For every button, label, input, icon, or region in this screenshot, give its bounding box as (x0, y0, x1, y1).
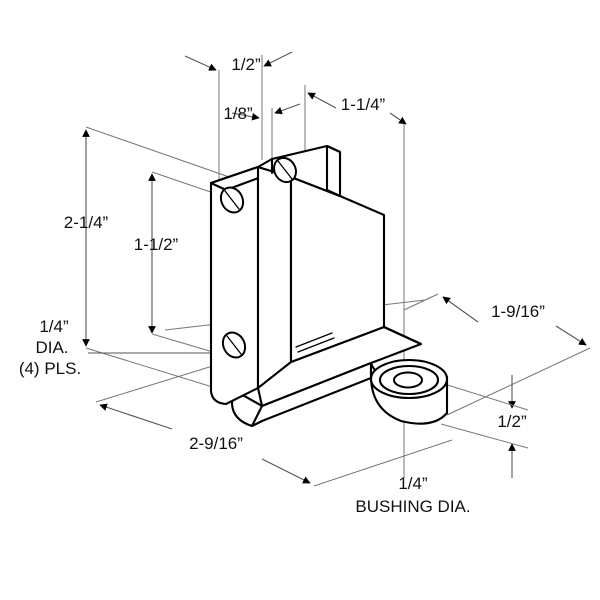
dimension-label-flange-width: 1/2” (231, 55, 261, 74)
dimension-label-arm-thickness: 1/2” (497, 412, 527, 431)
riser-inner-face (256, 165, 293, 390)
dimension-arm-thickness (440, 375, 529, 478)
dimension-label-overall-height: 2-1/4” (64, 213, 109, 232)
bushing-ring-inner (378, 364, 440, 396)
lower-plate-hole (221, 331, 247, 359)
bracket-part (209, 144, 449, 428)
notes-labels: 1/4” DIA. (4) PLS. 1/4” BUSHING DIA. (19, 317, 471, 516)
arm-detail-line-b (297, 337, 335, 353)
dimension-overall-height (82, 126, 233, 394)
arm-rear-edge (382, 325, 423, 346)
tab-hole (273, 156, 297, 184)
dimension-channel-width (307, 92, 407, 125)
bushing-note-line-2: BUSHING DIA. (355, 497, 470, 516)
dimension-network (82, 51, 591, 487)
plate-arm-seam (256, 386, 264, 408)
arm-junction-edge (290, 342, 342, 363)
arm-detail-line-a (295, 332, 333, 348)
dimension-flange-width (184, 51, 293, 71)
dimension-label-arm-depth: 1-9/16” (491, 302, 545, 321)
hole-note-line-1: 1/4” (39, 317, 69, 336)
dimension-label-channel-width: 1-1/4” (341, 95, 386, 114)
dimension-material-thickness (231, 103, 301, 121)
dimension-label-arm-length: 2-9/16” (189, 434, 243, 453)
hole-note-line-3: (4) PLS. (19, 359, 81, 378)
bushing-note-line-1: 1/4” (398, 474, 428, 493)
dimension-labels: 1/2” 1/8” 1-1/4” 2-1/4” 1-1/2” 1-9/16” 1… (64, 55, 545, 453)
bushing-bore-hole (393, 371, 423, 389)
upper-plate-hole (219, 186, 245, 214)
hole-note-line-2: DIA. (35, 338, 68, 357)
dimension-label-hole-spacing: 1-1/2” (134, 235, 179, 254)
dimension-arm-length (95, 359, 453, 487)
top-tab-right-wall (325, 144, 342, 198)
dimension-label-material-thickness: 1/8” (223, 104, 253, 123)
